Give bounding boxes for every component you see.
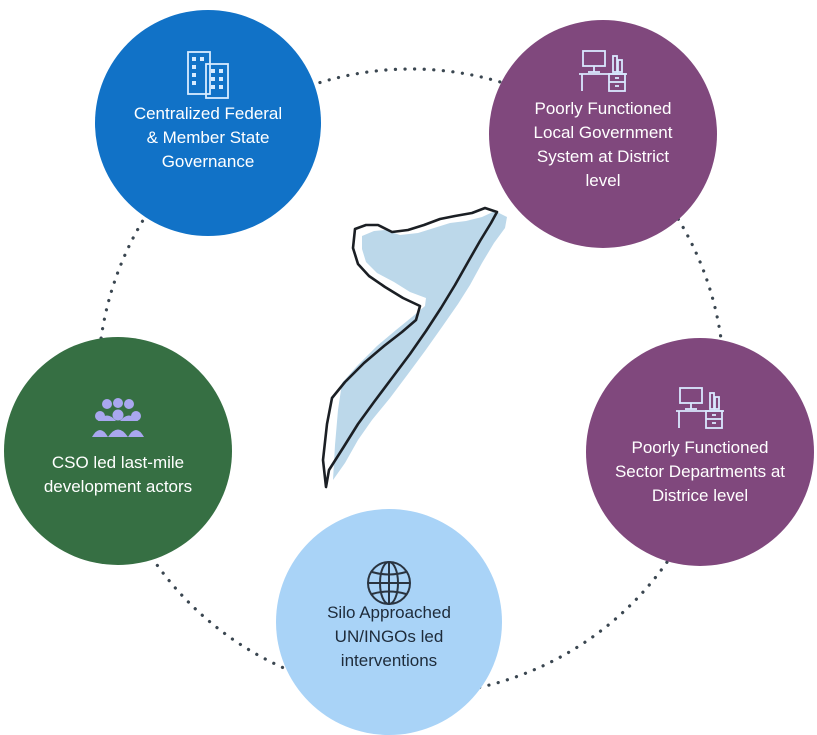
- node-label: Centralized Federal & Member State Gover…: [133, 104, 283, 171]
- somalia-map-icon: [321, 206, 507, 489]
- people-group-icon: [92, 398, 144, 437]
- buildings-icon: [187, 51, 229, 99]
- node-label: CSO led last-mile development actors: [43, 453, 193, 496]
- node-cso-actors: CSO led last-mile development actors: [4, 337, 232, 565]
- office-desk-icon: [676, 387, 724, 429]
- node-label: Silo Approached UN/INGOs led interventio…: [327, 603, 451, 670]
- node-federal-governance: Centralized Federal & Member State Gover…: [95, 10, 321, 236]
- node-label: Poorly Functioned Local Government Syste…: [533, 99, 673, 190]
- office-desk-icon: [579, 50, 627, 92]
- node-sector-departments: Poorly Functioned Sector Departments at …: [586, 338, 814, 566]
- node-local-government: Poorly Functioned Local Government Syste…: [489, 20, 717, 248]
- globe-icon: [367, 561, 411, 605]
- node-un-ingos: Silo Approached UN/INGOs led interventio…: [276, 509, 502, 735]
- node-label: Poorly Functioned Sector Departments at …: [614, 438, 786, 505]
